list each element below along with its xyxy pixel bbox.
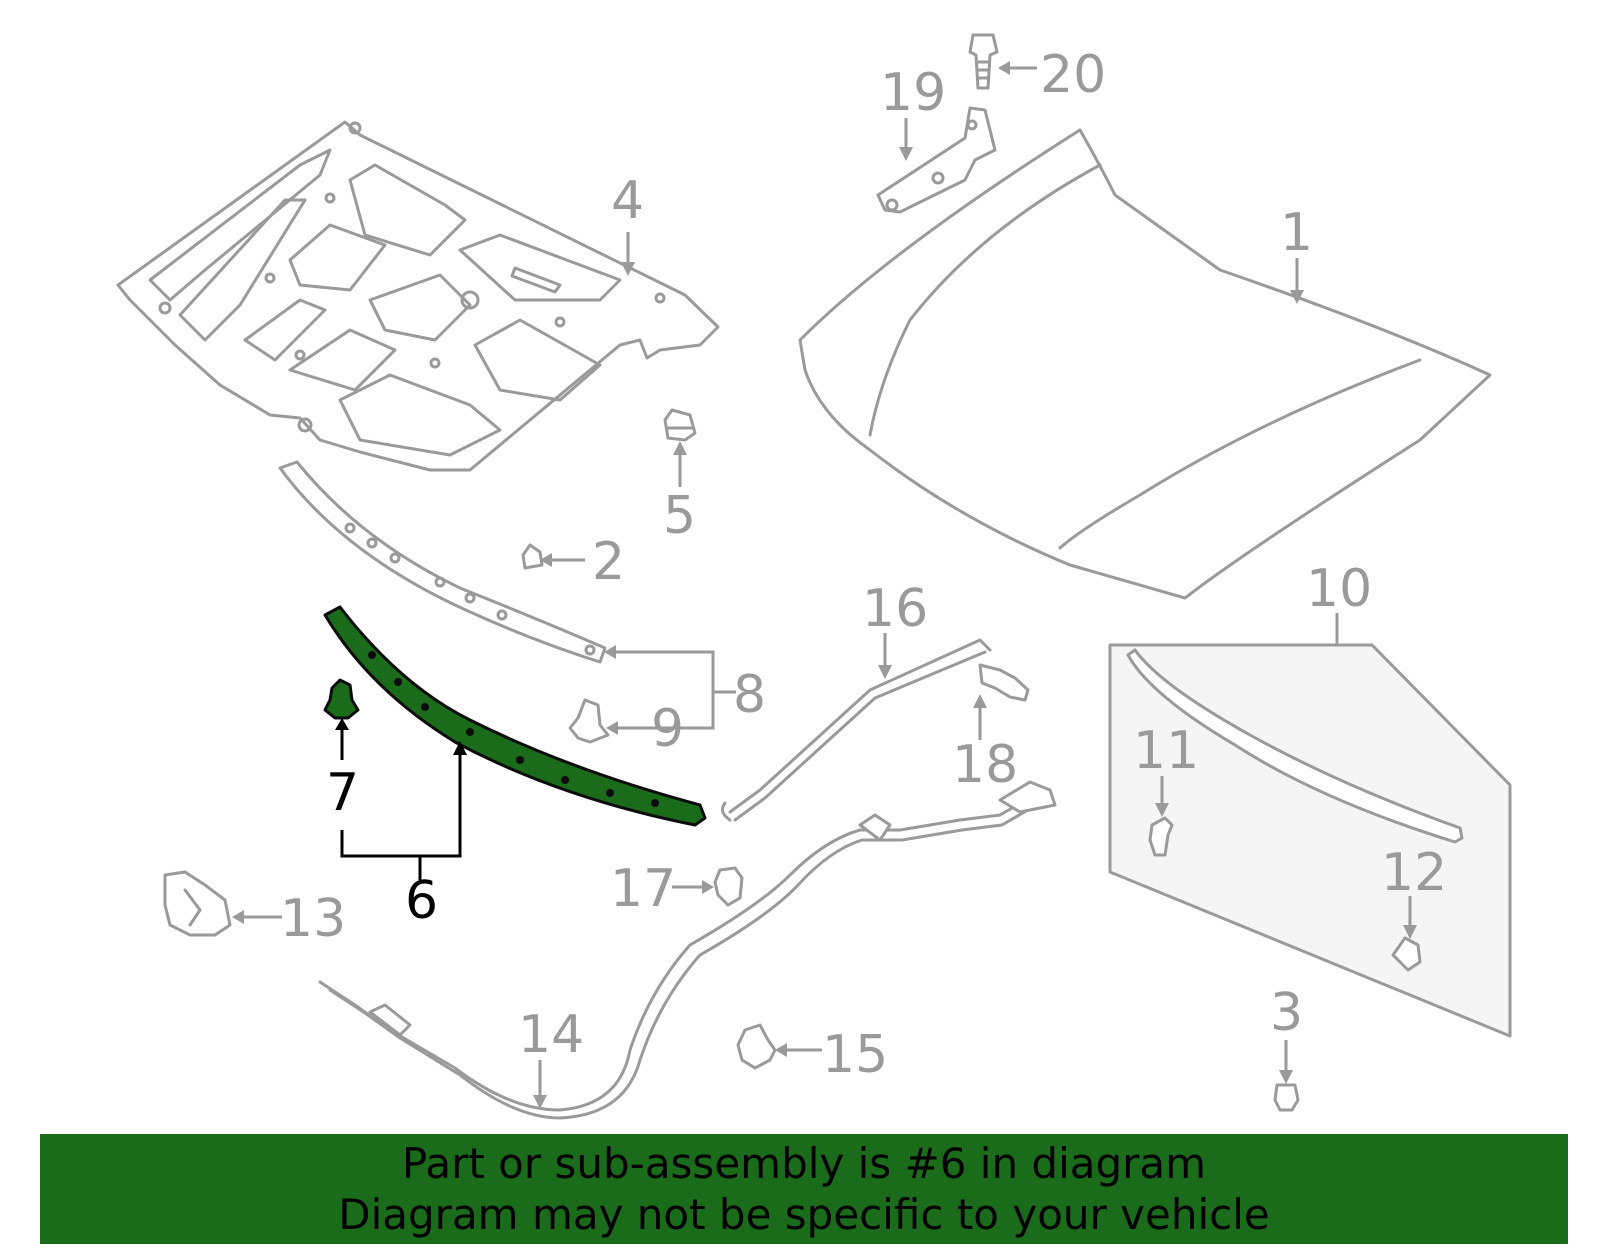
clip-15-part [736,1023,777,1070]
clip-9-part [568,698,610,744]
callout-1: 1 [1280,203,1313,263]
front-seal-part [278,460,607,664]
callout-4: 4 [611,171,644,231]
banner-line-2: Diagram may not be specific to your vehi… [338,1190,1270,1239]
hood-latch-part [163,870,232,937]
callout-16: 16 [862,579,928,639]
callout-17: 17 [610,859,676,919]
callout-6: 6 [405,871,438,931]
info-banner: Part or sub-assembly is #6 in diagram Di… [40,1134,1568,1244]
callout-7: 7 [326,763,359,823]
callout-10: 10 [1306,559,1372,619]
callout-9: 9 [651,699,684,759]
hood-support-rod-part [720,638,992,822]
hood-hinge-part [876,106,997,214]
callout-3: 3 [1270,983,1303,1043]
banner-line-1: Part or sub-assembly is #6 in diagram [401,1139,1207,1188]
clip-17-part [713,866,744,907]
callout-12: 12 [1381,843,1447,903]
insulator-clip-part [663,408,697,442]
side-panel-part [1108,643,1512,1038]
highlighted-part-7 [323,678,360,720]
hinge-bolt-part [968,33,999,90]
highlighted-part-6 [323,605,707,827]
release-cable-part [318,780,1057,1120]
clip-3-part [1273,1083,1300,1112]
hood-insulator-part [116,120,720,472]
callout-19: 19 [880,63,946,123]
callout-14: 14 [518,1005,584,1065]
callout-2: 2 [592,532,625,592]
callout-18: 18 [952,735,1018,795]
clip-2-part [521,543,544,570]
callout-15: 15 [822,1025,888,1085]
clip-11-part [1148,816,1174,857]
clip-18-part [978,663,1030,702]
callout-11: 11 [1133,721,1199,781]
callout-8: 8 [733,665,766,725]
callout-20: 20 [1040,45,1106,105]
hood-panel-part [798,128,1492,600]
callout-5: 5 [663,486,696,546]
callout-13: 13 [280,889,346,949]
clip-12-part [1391,936,1422,972]
